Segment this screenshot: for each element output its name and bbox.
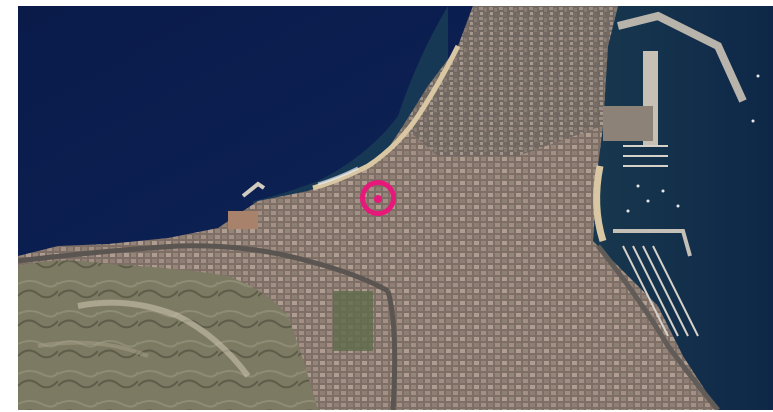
satellite-map[interactable]: [18, 6, 773, 410]
location-ring-icon[interactable]: [360, 180, 396, 216]
satellite-imagery: [18, 6, 773, 410]
location-dot: [374, 194, 382, 203]
